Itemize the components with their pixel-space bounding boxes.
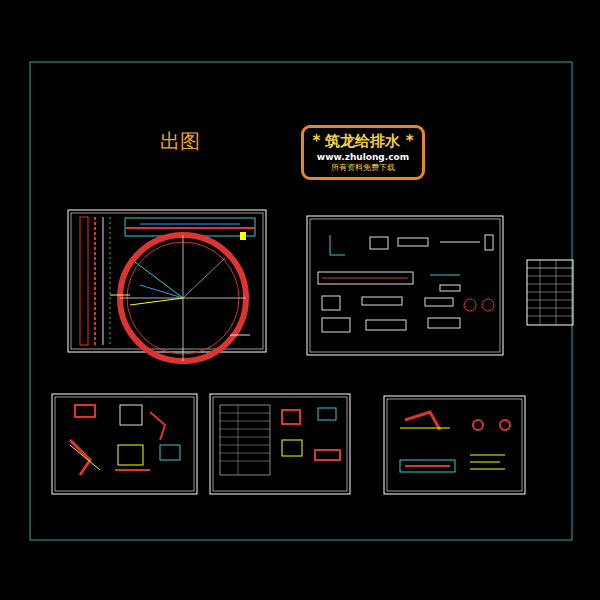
- banner-note: 所有资料免费下载: [312, 163, 414, 174]
- sheet-title: 出图: [160, 128, 200, 155]
- banner-url: www.zhulong.com: [312, 151, 414, 163]
- watermark-banner: * 筑龙给排水 *www.zhulong.com所有资料免费下载: [301, 125, 425, 180]
- banner-title: * 筑龙给排水 *: [312, 131, 414, 151]
